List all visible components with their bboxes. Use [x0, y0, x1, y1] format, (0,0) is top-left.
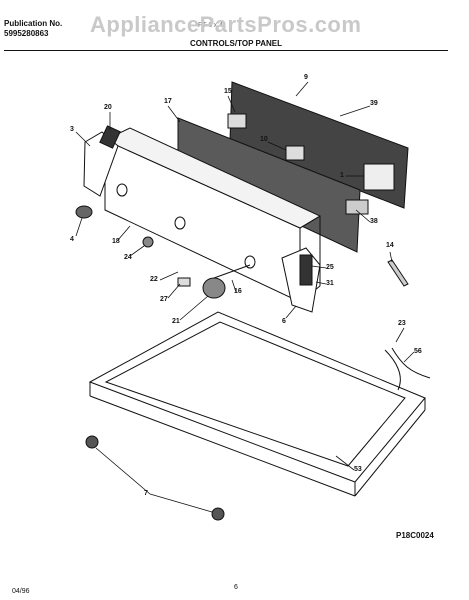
publication-label: Publication No. [4, 19, 63, 28]
callout-label: 25 [326, 264, 334, 271]
callout-label: 17 [164, 98, 172, 105]
callout-label: 14 [386, 242, 394, 249]
callout-label: 24 [124, 254, 132, 261]
callout-label: 7 [144, 490, 148, 497]
model-number: FT 6'x 4' [198, 22, 225, 29]
callout-label: 10 [260, 136, 268, 143]
callout-label: 15 [224, 88, 232, 95]
left-end-cap [83, 131, 119, 197]
callout-label: 6 [282, 318, 286, 325]
part-27 [177, 277, 191, 287]
figure-id: P18C0024 [396, 531, 434, 540]
callout-label: 20 [104, 104, 112, 111]
header-rule [4, 50, 448, 51]
top-panel-inner [104, 321, 406, 467]
callout-label: 1 [340, 172, 344, 179]
foot-rear [211, 507, 225, 521]
watermark: AppliancePartsPros.com [90, 12, 362, 37]
callout-label: 21 [172, 318, 180, 325]
knob-21 [202, 277, 226, 299]
callout-label: 23 [398, 320, 406, 327]
callout-label: 4 [70, 236, 74, 243]
callout-label: 56 [414, 348, 422, 355]
callout-label: 18 [112, 238, 120, 245]
knob-4 [75, 205, 93, 219]
part-15 [227, 113, 247, 129]
wire-harness [384, 347, 431, 391]
knob-24 [142, 236, 154, 248]
part-10 [285, 145, 305, 161]
callout-label: 27 [160, 296, 168, 303]
callout-label: 38 [370, 218, 378, 225]
callout-label: 31 [326, 280, 334, 287]
callout-label: 53 [354, 466, 362, 473]
foot-front [85, 435, 99, 449]
footer-page: 6 [234, 584, 238, 591]
section-title: CONTROLS/TOP PANEL [190, 39, 283, 48]
publication-number: 5995280863 [4, 29, 49, 38]
callout-label: 39 [370, 100, 378, 107]
callout-label: 3 [70, 126, 74, 133]
footer-date: 04/96 [12, 588, 30, 595]
part-14 [387, 259, 409, 287]
callout-label: 9 [304, 74, 308, 81]
part-38 [345, 199, 369, 215]
callout-label: 16 [234, 288, 242, 295]
part-1-timer [363, 163, 395, 191]
callout-label: 22 [150, 276, 158, 283]
